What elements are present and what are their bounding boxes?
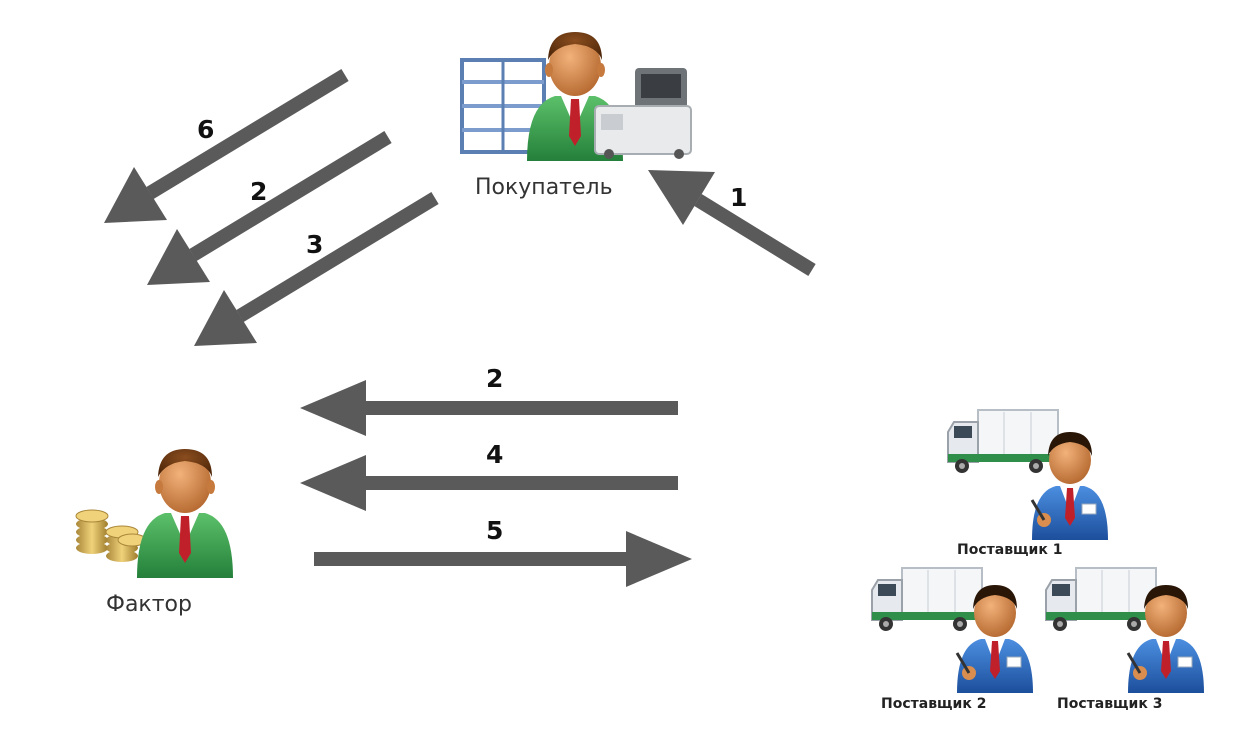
arrow-step-6 xyxy=(104,69,349,223)
arrow-step-1 xyxy=(648,170,816,276)
step-number-2-diagonal: 2 xyxy=(250,177,268,206)
arrow-step-2-horizontal xyxy=(300,380,678,436)
supplier-1-truck-icon xyxy=(947,409,1061,474)
supplier-3-label: Поставщик 3 xyxy=(1057,696,1163,712)
step-number-6: 6 xyxy=(197,115,215,144)
buyer-label: Покупатель xyxy=(475,175,613,200)
step-number-3: 3 xyxy=(306,230,324,259)
step-number-1: 1 xyxy=(730,183,748,212)
factor-label: Фактор xyxy=(106,592,192,617)
supplier-3-truck-icon xyxy=(1045,567,1159,632)
arrow-step-3-diagonal xyxy=(194,192,439,346)
step-number-4: 4 xyxy=(486,440,504,469)
coins-icon xyxy=(75,509,147,562)
supplier-2-truck-icon xyxy=(871,567,985,632)
supplier-1-label: Поставщик 1 xyxy=(957,542,1063,558)
supplier-2-label: Поставщик 2 xyxy=(881,696,987,712)
machine-icon xyxy=(594,68,692,159)
step-number-2-horizontal: 2 xyxy=(486,364,504,393)
arrow-step-5 xyxy=(314,531,692,587)
arrow-step-4 xyxy=(300,455,678,511)
step-number-5: 5 xyxy=(486,516,504,545)
factor-person-icon xyxy=(137,449,233,578)
arrow-step-2-diagonal xyxy=(147,131,392,285)
